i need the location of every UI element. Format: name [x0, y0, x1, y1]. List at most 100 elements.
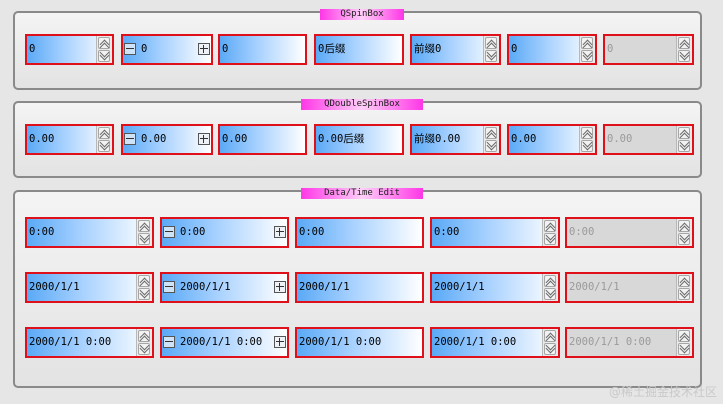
chevron-down-icon	[678, 343, 690, 355]
datetime-group: Data/Time Edit 0:00 0:00 0:00 0:00 0:00 …	[13, 188, 702, 388]
spinbox-2[interactable]: 0	[121, 34, 213, 65]
timeedit-5-arrows	[676, 219, 692, 246]
spinbox-1-arrows[interactable]	[96, 36, 112, 63]
chevron-down-icon[interactable]	[485, 140, 497, 152]
plus-icon[interactable]	[274, 281, 286, 293]
dateedit-4[interactable]: 2000/1/1	[430, 272, 560, 303]
doublespinbox-5-value: 前缀0.00	[414, 133, 461, 145]
spinbox-7-arrows	[676, 36, 692, 63]
doublespinbox-4-value: 0.00后缀	[318, 133, 365, 145]
doublespinbox-1-arrows[interactable]	[96, 126, 112, 153]
chevron-down-icon[interactable]	[544, 343, 556, 355]
datetimeedit-1-arrows[interactable]	[136, 329, 152, 356]
datetimeedit-2-value: 2000/1/1 0:00	[180, 336, 263, 348]
timeedit-2-value: 0:00	[180, 226, 206, 238]
spinbox-3[interactable]: 0	[218, 34, 307, 65]
chevron-down-icon[interactable]	[98, 50, 110, 62]
spinbox-4[interactable]: 0后缀	[314, 34, 404, 65]
timeedit-1-arrows[interactable]	[136, 219, 152, 246]
spinbox-5-arrows[interactable]	[483, 36, 499, 63]
timeedit-3[interactable]: 0:00	[295, 217, 424, 248]
datetimeedit-5-arrows	[676, 329, 692, 356]
minus-icon[interactable]	[124, 43, 136, 55]
dateedit-4-value: 2000/1/1	[434, 281, 485, 293]
spinbox-1-value: 0	[29, 43, 36, 55]
doublespinbox-6[interactable]: 0.00	[507, 124, 597, 155]
datetimeedit-1-value: 2000/1/1 0:00	[29, 336, 112, 348]
doublespinbox-1[interactable]: 0.00	[25, 124, 114, 155]
chevron-down-icon[interactable]	[544, 288, 556, 300]
doublespinbox-2-value: 0.00	[141, 133, 167, 145]
plus-icon[interactable]	[274, 336, 286, 348]
dateedit-5-arrows	[676, 274, 692, 301]
minus-icon[interactable]	[124, 133, 136, 145]
doublespinbox-4[interactable]: 0.00后缀	[314, 124, 404, 155]
chevron-down-icon	[678, 140, 690, 152]
dateedit-3[interactable]: 2000/1/1	[295, 272, 424, 303]
minus-icon[interactable]	[163, 336, 175, 348]
doublespinbox-2[interactable]: 0.00	[121, 124, 213, 155]
minus-icon[interactable]	[163, 226, 175, 238]
doublespinbox-6-arrows[interactable]	[579, 126, 595, 153]
spinbox-7-value: 0	[607, 43, 614, 55]
spinbox-2-value: 0	[141, 43, 148, 55]
timeedit-1[interactable]: 0:00	[25, 217, 154, 248]
datetimeedit-5-value: 2000/1/1 0:00	[569, 336, 652, 348]
dateedit-3-value: 2000/1/1	[299, 281, 350, 293]
spinbox-5[interactable]: 前缀0	[410, 34, 501, 65]
dateedit-1[interactable]: 2000/1/1	[25, 272, 154, 303]
plus-icon[interactable]	[198, 43, 210, 55]
dateedit-1-arrows[interactable]	[136, 274, 152, 301]
timeedit-4[interactable]: 0:00	[430, 217, 560, 248]
spinbox-4-value: 0后缀	[318, 43, 346, 55]
dateedit-5-disabled: 2000/1/1	[565, 272, 694, 303]
dateedit-2[interactable]: 2000/1/1	[160, 272, 289, 303]
chevron-down-icon[interactable]	[138, 233, 150, 245]
watermark-text: @稀土掘金技术社区	[608, 385, 717, 399]
chevron-down-icon[interactable]	[544, 233, 556, 245]
datetimeedit-3-value: 2000/1/1 0:00	[299, 336, 382, 348]
datetimeedit-4[interactable]: 2000/1/1 0:00	[430, 327, 560, 358]
chevron-down-icon[interactable]	[138, 343, 150, 355]
doublespinbox-3-value: 0.00	[222, 133, 248, 145]
timeedit-2[interactable]: 0:00	[160, 217, 289, 248]
doublespinbox-7-disabled: 0.00	[603, 124, 694, 155]
doublespinbox-7-value: 0.00	[607, 133, 633, 145]
spinbox-6-arrows[interactable]	[579, 36, 595, 63]
plus-icon[interactable]	[274, 226, 286, 238]
plus-icon[interactable]	[198, 133, 210, 145]
chevron-down-icon[interactable]	[581, 140, 593, 152]
doublespinbox-3[interactable]: 0.00	[218, 124, 307, 155]
doublespinbox-5-arrows[interactable]	[483, 126, 499, 153]
spinbox-1[interactable]: 0	[25, 34, 114, 65]
timeedit-1-value: 0:00	[29, 226, 55, 238]
spinbox-group: QSpinBox 0 0 0 0后缀 前缀0 0 0	[13, 9, 702, 90]
doublespinbox-6-value: 0.00	[511, 133, 537, 145]
doublespinbox-group: QDoubleSpinBox 0.00 0.00 0.00 0.00后缀 前缀0…	[13, 99, 702, 178]
dateedit-4-arrows[interactable]	[542, 274, 558, 301]
spinbox-6-value: 0	[511, 43, 518, 55]
spinbox-3-value: 0	[222, 43, 229, 55]
chevron-down-icon	[678, 50, 690, 62]
spinbox-6[interactable]: 0	[507, 34, 597, 65]
chevron-down-icon[interactable]	[98, 140, 110, 152]
dateedit-2-value: 2000/1/1	[180, 281, 231, 293]
timeedit-4-arrows[interactable]	[542, 219, 558, 246]
spinbox-7-disabled: 0	[603, 34, 694, 65]
timeedit-3-value: 0:00	[299, 226, 325, 238]
datetimeedit-1[interactable]: 2000/1/1 0:00	[25, 327, 154, 358]
datetimeedit-2[interactable]: 2000/1/1 0:00	[160, 327, 289, 358]
doublespinbox-group-title: QDoubleSpinBox	[301, 99, 423, 110]
minus-icon[interactable]	[163, 281, 175, 293]
chevron-down-icon[interactable]	[485, 50, 497, 62]
doublespinbox-5[interactable]: 前缀0.00	[410, 124, 501, 155]
spinbox-group-title: QSpinBox	[320, 9, 404, 20]
chevron-down-icon[interactable]	[581, 50, 593, 62]
chevron-down-icon	[678, 288, 690, 300]
datetime-group-title: Data/Time Edit	[301, 188, 423, 199]
datetimeedit-4-arrows[interactable]	[542, 329, 558, 356]
doublespinbox-7-arrows	[676, 126, 692, 153]
datetimeedit-3[interactable]: 2000/1/1 0:00	[295, 327, 424, 358]
dateedit-1-value: 2000/1/1	[29, 281, 80, 293]
chevron-down-icon[interactable]	[138, 288, 150, 300]
